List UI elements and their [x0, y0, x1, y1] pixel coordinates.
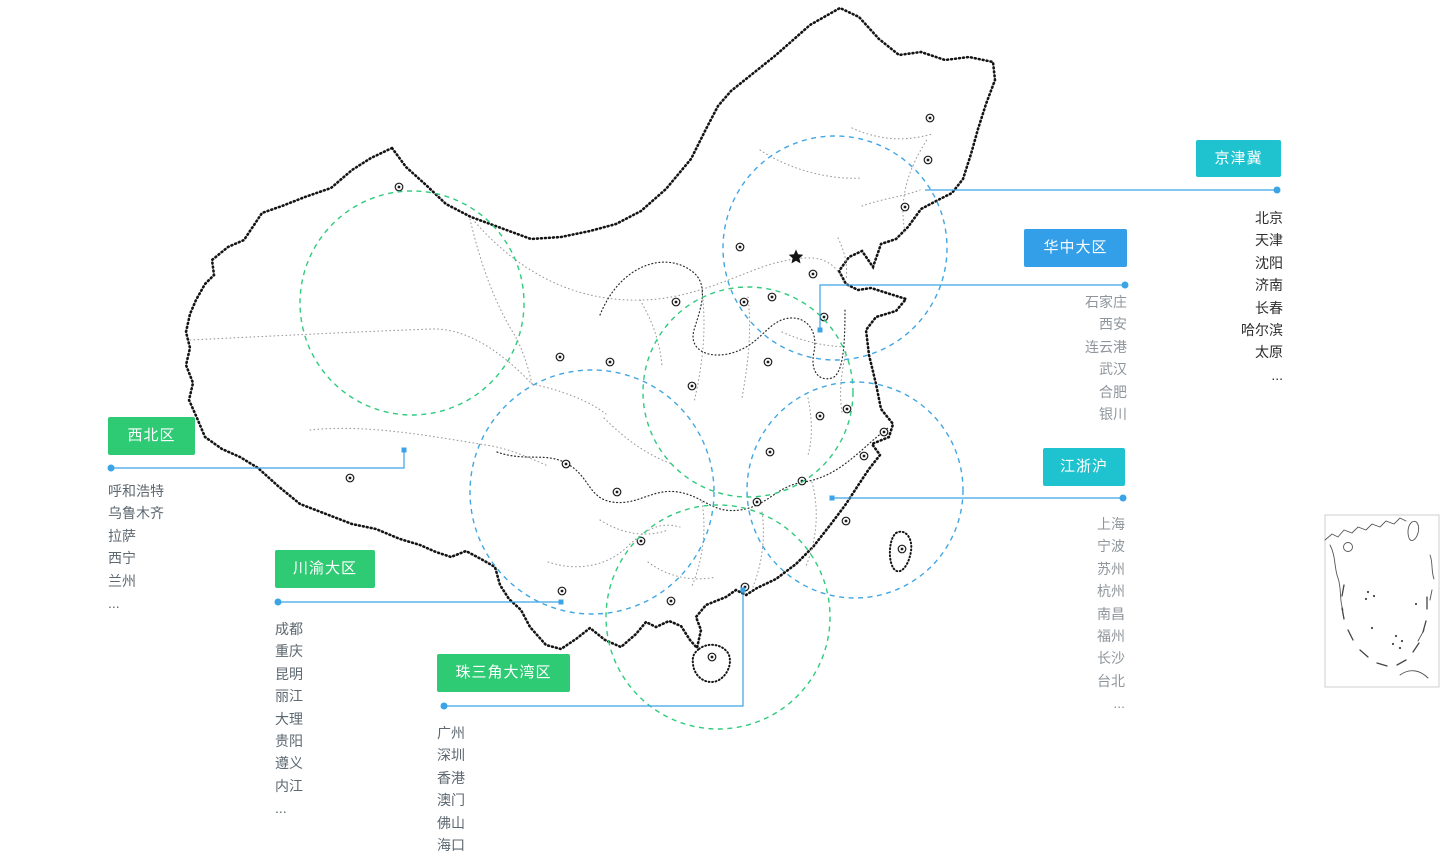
- city-item: 合肥: [1099, 383, 1127, 400]
- city-item: 西安: [1099, 316, 1127, 333]
- city-item: 呼和浩特: [108, 483, 164, 499]
- city-item: 宁波: [1097, 538, 1125, 555]
- city-item: ...: [1113, 695, 1125, 712]
- city-item: 长春: [1255, 299, 1283, 316]
- city-item: 天津: [1255, 232, 1283, 249]
- city-item: 深圳: [437, 747, 465, 764]
- connector-xibei: [107, 447, 407, 472]
- city-item: 银川: [1099, 406, 1127, 423]
- connectors: [107, 186, 1281, 710]
- city-item: 北京: [1255, 210, 1283, 226]
- city-item: 哈尔滨: [1241, 322, 1283, 339]
- city-list-jiangzhehu: 上海宁波苏州杭州南昌福州长沙台北...: [1097, 513, 1125, 715]
- beijing-star-marker: [788, 249, 804, 264]
- region-circle-chuanyu: [469, 369, 715, 615]
- city-item: 丽江: [275, 688, 303, 705]
- city-item: 兰州: [108, 572, 136, 589]
- taiwan-island: [888, 530, 913, 573]
- city-item: 济南: [1255, 277, 1283, 294]
- region-circles: [299, 135, 964, 730]
- region-tag-chuanyu[interactable]: 川渝大区: [275, 550, 375, 588]
- city-item: ...: [108, 595, 120, 612]
- city-item: ...: [437, 859, 449, 868]
- city-item: 佛山: [437, 814, 465, 831]
- city-item: 太原: [1255, 344, 1283, 361]
- city-markers: [345, 113, 935, 662]
- region-circle-zhusanjiao: [605, 504, 831, 730]
- city-item: 重庆: [275, 643, 303, 660]
- city-item: 南昌: [1097, 605, 1125, 622]
- city-list-chuanyu: 成都重庆昆明丽江大理贵阳遵义内江...: [275, 618, 303, 820]
- city-item: 大理: [275, 710, 303, 727]
- region-tag-xibei[interactable]: 西北区: [108, 417, 195, 455]
- city-list-xibei: 呼和浩特乌鲁木齐拉萨西宁兰州...: [108, 480, 164, 614]
- city-list-huazhong: 石家庄西安连云港武汉合肥银川: [1085, 291, 1127, 425]
- connector-zhusanjiao: [440, 587, 746, 710]
- connector-jiangzhehu: [829, 494, 1127, 502]
- city-item: 武汉: [1099, 361, 1127, 378]
- city-item: 福州: [1097, 628, 1125, 645]
- city-item: 杭州: [1097, 583, 1125, 600]
- connector-jingjinji: [925, 186, 1281, 194]
- city-item: 沈阳: [1255, 254, 1283, 271]
- city-item: 成都: [275, 621, 303, 637]
- region-circle-jiangzhehu: [746, 381, 964, 599]
- region-tag-zhusanjiao[interactable]: 珠三角大湾区: [437, 654, 570, 692]
- region-circle-xibei: [299, 190, 525, 416]
- city-item: 贵阳: [275, 733, 303, 750]
- rivers: [496, 261, 889, 512]
- city-item: 内江: [275, 777, 303, 794]
- connector-chuanyu: [274, 598, 564, 606]
- city-list-jingjinji: 北京天津沈阳济南长春哈尔滨太原...: [1241, 207, 1283, 386]
- city-item: 上海: [1097, 516, 1125, 532]
- city-item: 昆明: [275, 665, 303, 682]
- connector-huazhong: [817, 281, 1129, 333]
- south-china-sea-inset: [1324, 514, 1440, 688]
- region-tag-jingjinji[interactable]: 京津冀: [1196, 140, 1281, 177]
- province-borders: [189, 127, 933, 588]
- region-circle-jingjinji: [722, 135, 948, 361]
- city-item: 石家庄: [1085, 294, 1127, 310]
- city-item: ...: [275, 800, 287, 817]
- region-tag-jiangzhehu[interactable]: 江浙沪: [1043, 448, 1125, 486]
- china-map: [184, 6, 997, 683]
- city-item: 香港: [437, 769, 465, 786]
- region-circle-huazhong: [642, 286, 854, 498]
- city-item: 乌鲁木齐: [108, 505, 164, 522]
- hainan-island: [691, 643, 731, 683]
- region-tag-huazhong[interactable]: 华中大区: [1024, 229, 1127, 267]
- city-item: 长沙: [1097, 650, 1125, 667]
- city-item: 海口: [437, 837, 465, 854]
- city-item: 苏州: [1097, 560, 1125, 577]
- city-item: 广州: [437, 725, 465, 741]
- city-item: ...: [1271, 366, 1283, 383]
- city-item: 拉萨: [108, 527, 136, 544]
- city-list-zhusanjiao: 广州深圳香港澳门佛山海口...: [437, 722, 465, 868]
- city-item: 澳门: [437, 792, 465, 809]
- city-item: 连云港: [1085, 338, 1127, 355]
- city-item: 西宁: [108, 550, 136, 567]
- city-item: 台北: [1097, 672, 1125, 689]
- city-item: 遵义: [275, 755, 303, 772]
